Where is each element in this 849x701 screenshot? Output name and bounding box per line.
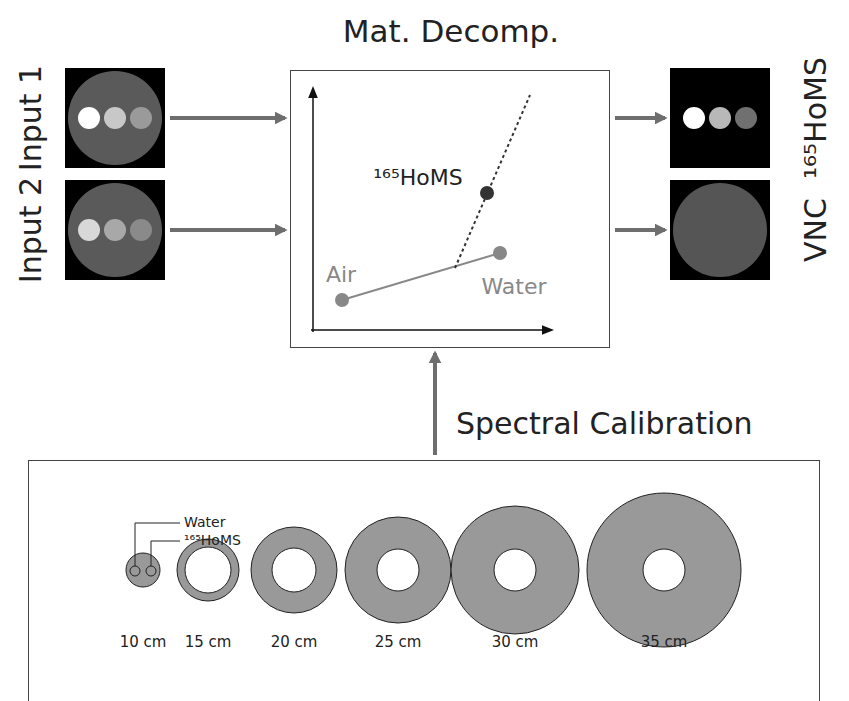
input-image: Input 2	[65, 180, 165, 280]
box-heading: Spectral Calibration	[456, 407, 753, 440]
panel-label: Input 1	[14, 65, 47, 171]
panel-label: Input 2	[14, 177, 47, 283]
flow-arrow	[615, 116, 665, 120]
ct-image	[65, 180, 165, 280]
ct-image	[65, 68, 165, 168]
flow-arrow	[170, 116, 285, 120]
material-label: ¹⁶⁵HoMS	[373, 166, 462, 190]
flow-arrow	[433, 353, 437, 455]
material-label: Water	[481, 275, 546, 299]
vnc-image	[670, 180, 770, 280]
insert-label: ¹⁶⁵HoMS	[184, 533, 241, 548]
dimension-label: 20 cm	[271, 634, 318, 651]
input-image: Input 1	[65, 68, 165, 168]
flow-arrow	[170, 228, 285, 232]
dimension-label: 10 cm	[120, 634, 167, 651]
holmium-map	[670, 68, 770, 168]
calibration-box: Spectral Calibration	[28, 460, 820, 701]
box-heading: Mat. Decomp.	[343, 14, 559, 48]
output-image: ¹⁶⁵HoMS	[670, 68, 770, 168]
dimension-label: 25 cm	[375, 634, 422, 651]
calibration-phantoms	[126, 493, 741, 647]
decomposition-plot	[311, 92, 548, 332]
dimension-label: 30 cm	[492, 634, 539, 651]
dimension-label: 15 cm	[185, 634, 232, 651]
dimension-label: 35 cm	[641, 634, 688, 651]
material-label: Air	[326, 263, 356, 287]
panel-label: ¹⁶⁵HoMS	[799, 57, 832, 179]
decomposition-box: Mat. Decomp.	[290, 70, 610, 348]
leader-line	[135, 523, 180, 566]
flow-arrow	[615, 228, 665, 232]
panel-label: VNC	[799, 198, 832, 262]
insert-label: Water	[184, 515, 225, 530]
output-image: VNC	[670, 180, 770, 280]
